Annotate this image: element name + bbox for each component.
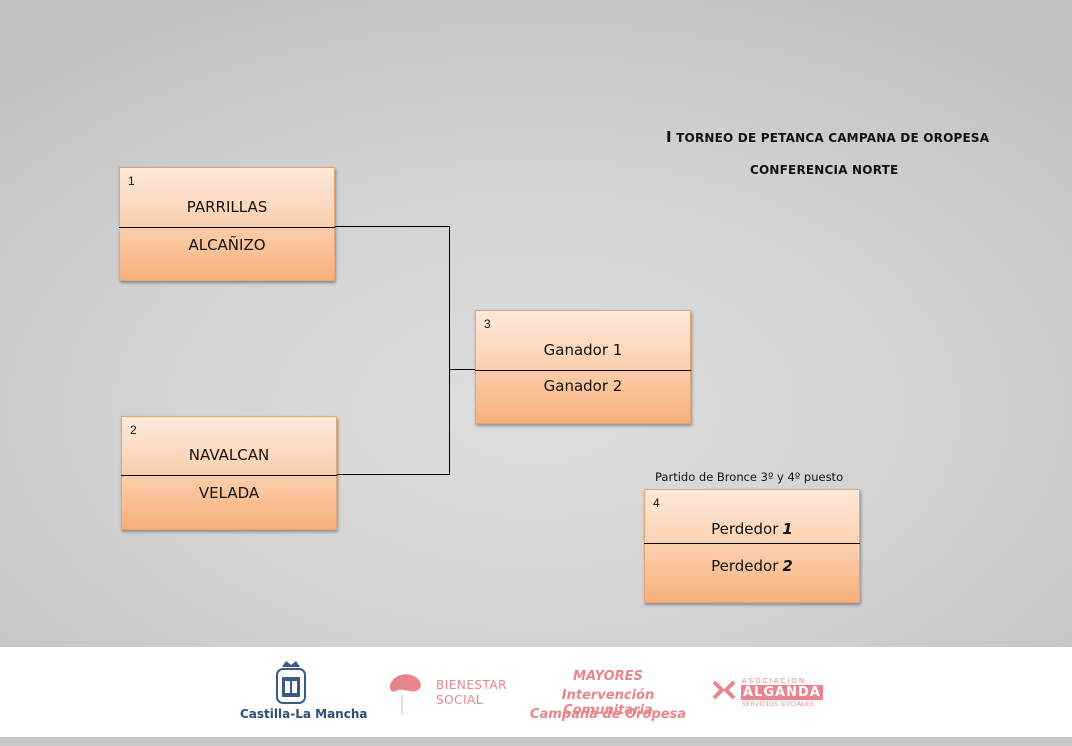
footer-logos: Castilla-La Mancha BIENESTAR SOCIAL MAYO… — [0, 647, 1072, 737]
mayores-line-1: MAYORES — [573, 669, 643, 684]
tournament-title: I TORNEO DE PETANCA CAMPANA DE OROPESA — [666, 128, 989, 146]
match-number: 4 — [653, 496, 660, 510]
alganda-logo-icon — [712, 680, 736, 700]
castilla-crest-icon — [276, 661, 306, 704]
team-text: Perdedor — [711, 557, 779, 575]
bienestar-line-2: SOCIAL — [436, 693, 483, 707]
match-team-1: NAVALCAN — [188, 446, 270, 464]
team-number: 1 — [782, 520, 793, 538]
alganda-top-label: ASOCIACION — [742, 677, 807, 685]
bienestar-logo-icon — [389, 674, 421, 715]
bottom-strip — [0, 737, 1072, 746]
bronze-match-caption: Partido de Bronce 3º y 4º puesto — [655, 470, 844, 484]
castilla-label: Castilla-La Mancha — [240, 707, 368, 721]
bracket-line-top — [334, 226, 450, 227]
alganda-name: ALGANDA — [741, 685, 823, 700]
match-divider — [121, 475, 337, 476]
match-divider — [119, 227, 335, 228]
match-team-2: ALCAÑIZO — [188, 236, 266, 254]
team-number: 2 — [782, 557, 793, 575]
bienestar-line-1: BIENESTAR — [436, 678, 507, 692]
bracket-line-to-final — [450, 369, 475, 370]
bracket-line-bottom — [334, 474, 450, 475]
match-team-2: Ganador 2 — [543, 377, 623, 395]
match-number: 3 — [484, 317, 491, 331]
match-team-2: VELADA — [198, 484, 260, 502]
mayores-line-2: Intervención Comunitaria — [561, 688, 655, 718]
conference-subtitle: CONFERENCIA NORTE — [750, 163, 899, 177]
match-team-1: Ganador 1 — [543, 341, 623, 359]
match-team-1: PARRILLAS — [186, 198, 268, 216]
team-text: Perdedor — [711, 520, 779, 538]
mayores-line-3: Campana de Oropesa — [529, 707, 687, 722]
alganda-sub-label: SERVICIOS SOCIALES — [742, 701, 815, 708]
match-number: 1 — [128, 174, 135, 188]
match-divider — [475, 370, 691, 371]
match-box-3: 3 Ganador 1 Ganador 2 — [475, 310, 691, 424]
match-number: 2 — [130, 423, 137, 437]
title-rest: TORNEO DE PETANCA CAMPANA DE OROPESA — [671, 131, 990, 145]
match-box-2: 2 NAVALCAN VELADA — [121, 416, 337, 530]
bracket-line-vertical — [449, 226, 450, 475]
match-divider — [644, 543, 860, 544]
match-box-1: 1 PARRILLAS ALCAÑIZO — [119, 167, 335, 281]
title-initial: I — [666, 128, 672, 146]
